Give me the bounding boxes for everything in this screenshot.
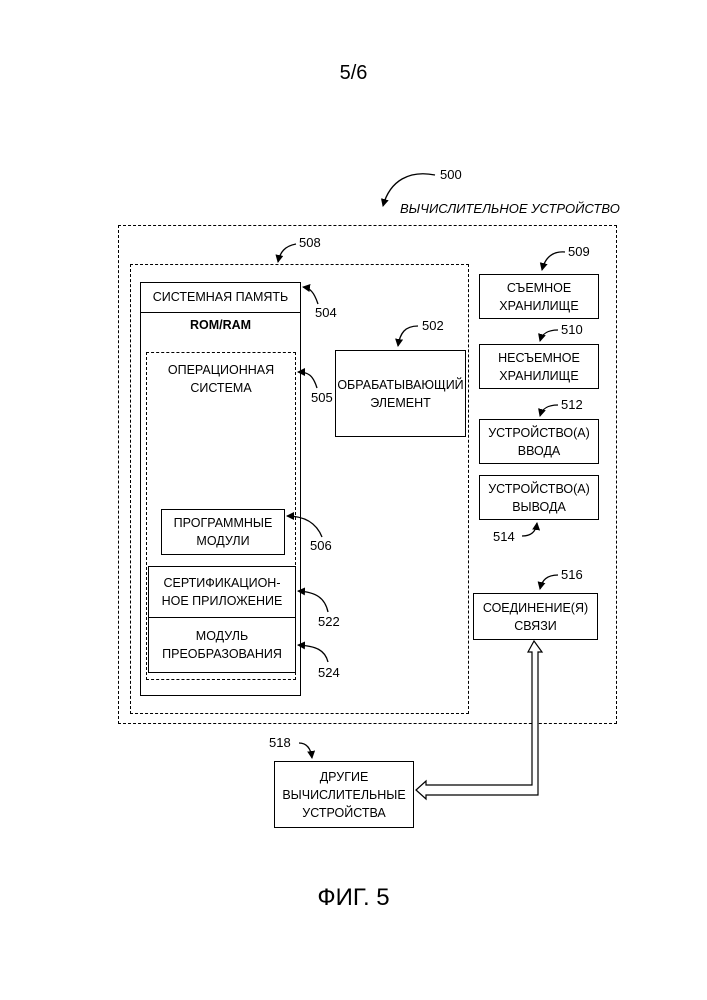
transform-module-box: МОДУЛЬ ПРЕОБРАЗОВАНИЯ (148, 617, 296, 673)
page-number: 5/6 (0, 62, 707, 85)
system-memory-divider (140, 312, 301, 313)
device-ref: 500 (440, 167, 462, 182)
certification-app-line2: НОЕ ПРИЛОЖЕНИЕ (162, 592, 283, 610)
output-devices-ref: 514 (493, 529, 515, 544)
non-removable-storage-line2: ХРАНИЛИЩЕ (499, 367, 578, 385)
communication-box: СОЕДИНЕНИЕ(Я) СВЯЗИ (473, 593, 598, 640)
other-devices-line1: ДРУГИЕ (320, 768, 369, 786)
transform-module-ref: 524 (318, 665, 340, 680)
removable-storage-line2: ХРАНИЛИЩЕ (499, 297, 578, 315)
operating-system-line2: СИСТЕМА (146, 379, 296, 397)
communication-ref: 516 (561, 567, 583, 582)
output-devices-box: УСТРОЙСТВО(А) ВЫВОДА (479, 475, 599, 520)
removable-storage-line1: СЪЕМНОЕ (507, 279, 571, 297)
processing-unit-box: ОБРАБАТЫВАЮЩИЙ ЭЛЕМЕНТ (335, 350, 466, 437)
non-removable-storage-ref: 510 (561, 322, 583, 337)
non-removable-storage-box: НЕСЪЕМНОЕ ХРАНИЛИЩЕ (479, 344, 599, 389)
inner-group-ref: 508 (299, 235, 321, 250)
system-memory-ref: 504 (315, 305, 337, 320)
certification-app-line1: СЕРТИФИКАЦИОН- (163, 574, 280, 592)
input-devices-line1: УСТРОЙСТВО(А) (488, 424, 590, 442)
processing-unit-ref: 502 (422, 318, 444, 333)
removable-storage-box: СЪЕМНОЕ ХРАНИЛИЩЕ (479, 274, 599, 319)
non-removable-storage-line1: НЕСЪЕМНОЕ (498, 349, 580, 367)
program-modules-ref: 506 (310, 538, 332, 553)
leader-518 (299, 743, 312, 758)
certification-app-box: СЕРТИФИКАЦИОН- НОЕ ПРИЛОЖЕНИЕ (148, 566, 296, 618)
figure-caption: ФИГ. 5 (0, 884, 707, 912)
output-devices-line1: УСТРОЙСТВО(А) (488, 480, 590, 498)
system-memory-title: СИСТЕМНАЯ ПАМЯТЬ (140, 288, 301, 306)
communication-line2: СВЯЗИ (514, 617, 557, 635)
input-devices-box: УСТРОЙСТВО(А) ВВОДА (479, 419, 599, 464)
transform-module-line1: МОДУЛЬ (196, 627, 248, 645)
input-devices-line2: ВВОДА (518, 442, 561, 460)
operating-system-label: ОПЕРАЦИОННАЯ СИСТЕМА (146, 361, 296, 397)
communication-line1: СОЕДИНЕНИЕ(Я) (483, 599, 588, 617)
operating-system-ref: 505 (311, 390, 333, 405)
processing-unit-line1: ОБРАБАТЫВАЮЩИЙ (337, 376, 463, 394)
removable-storage-ref: 509 (568, 244, 590, 259)
other-devices-line3: УСТРОЙСТВА (302, 804, 385, 822)
program-modules-box: ПРОГРАММНЫЕ МОДУЛИ (161, 509, 285, 555)
operating-system-line1: ОПЕРАЦИОННАЯ (146, 361, 296, 379)
certification-app-ref: 522 (318, 614, 340, 629)
other-devices-box: ДРУГИЕ ВЫЧИСЛИТЕЛЬНЫЕ УСТРОЙСТВА (274, 761, 414, 828)
output-devices-line2: ВЫВОДА (512, 498, 566, 516)
transform-module-line2: ПРЕОБРАЗОВАНИЯ (162, 645, 282, 663)
processing-unit-line2: ЭЛЕМЕНТ (370, 394, 431, 412)
system-memory-subtitle: ROM/RAM (140, 316, 301, 334)
device-title: ВЫЧИСЛИТЕЛЬНОЕ УСТРОЙСТВО (400, 201, 620, 216)
other-devices-line2: ВЫЧИСЛИТЕЛЬНЫЕ (282, 786, 405, 804)
program-modules-line1: ПРОГРАММНЫЕ (174, 514, 273, 532)
program-modules-line2: МОДУЛИ (196, 532, 249, 550)
input-devices-ref: 512 (561, 397, 583, 412)
other-devices-ref: 518 (269, 735, 291, 750)
